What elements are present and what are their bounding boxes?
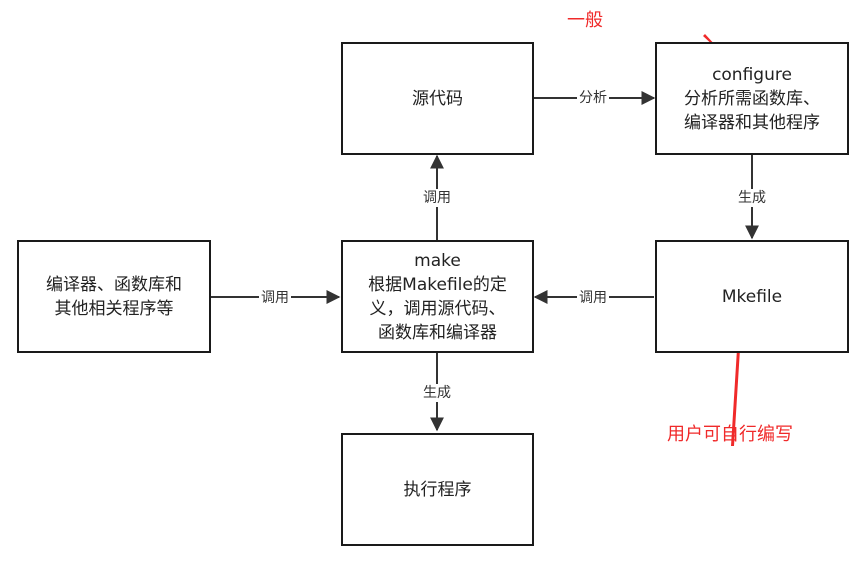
edge-analyze-label: 分析 <box>577 89 609 107</box>
edge-generate-exec-label: 生成 <box>421 384 453 402</box>
executable-box: 执行程序 <box>341 433 534 546</box>
make-title: make <box>414 250 461 271</box>
make-line-2: 义，调用源代码、 <box>369 298 506 319</box>
mkefile-label: Mkefile <box>721 286 783 307</box>
edge-call-compiler-label: 调用 <box>259 289 291 307</box>
edge-generate-makefile-label: 生成 <box>736 189 768 207</box>
source-code-box: 源代码 <box>341 42 534 155</box>
configure-title: configure <box>712 64 792 85</box>
annotation-user-written: 用户可自行编写 <box>667 424 793 445</box>
edge-call-source-label: 调用 <box>421 189 453 207</box>
compiler-line-1: 编译器、函数库和 <box>46 274 182 295</box>
configure-line-2: 编译器和其他程序 <box>684 112 820 133</box>
annotation-general: 一般 <box>567 10 603 31</box>
make-line-1: 根据Makefile的定 <box>368 274 507 295</box>
source-code-label: 源代码 <box>412 88 463 109</box>
compiler-box: 编译器、函数库和 其他相关程序等 <box>17 240 211 353</box>
mkefile-box: Mkefile <box>655 240 849 353</box>
executable-label: 执行程序 <box>403 479 472 500</box>
red-arrow-up-icon <box>728 320 747 446</box>
make-box: make 根据Makefile的定 义，调用源代码、 函数库和编译器 <box>341 240 534 353</box>
edge-call-makefile-label: 调用 <box>577 289 609 307</box>
configure-box: configure 分析所需函数库、 编译器和其他程序 <box>655 42 849 155</box>
make-line-3: 函数库和编译器 <box>378 322 497 343</box>
compiler-line-2: 其他相关程序等 <box>54 298 174 319</box>
configure-line-1: 分析所需函数库、 <box>684 88 820 109</box>
